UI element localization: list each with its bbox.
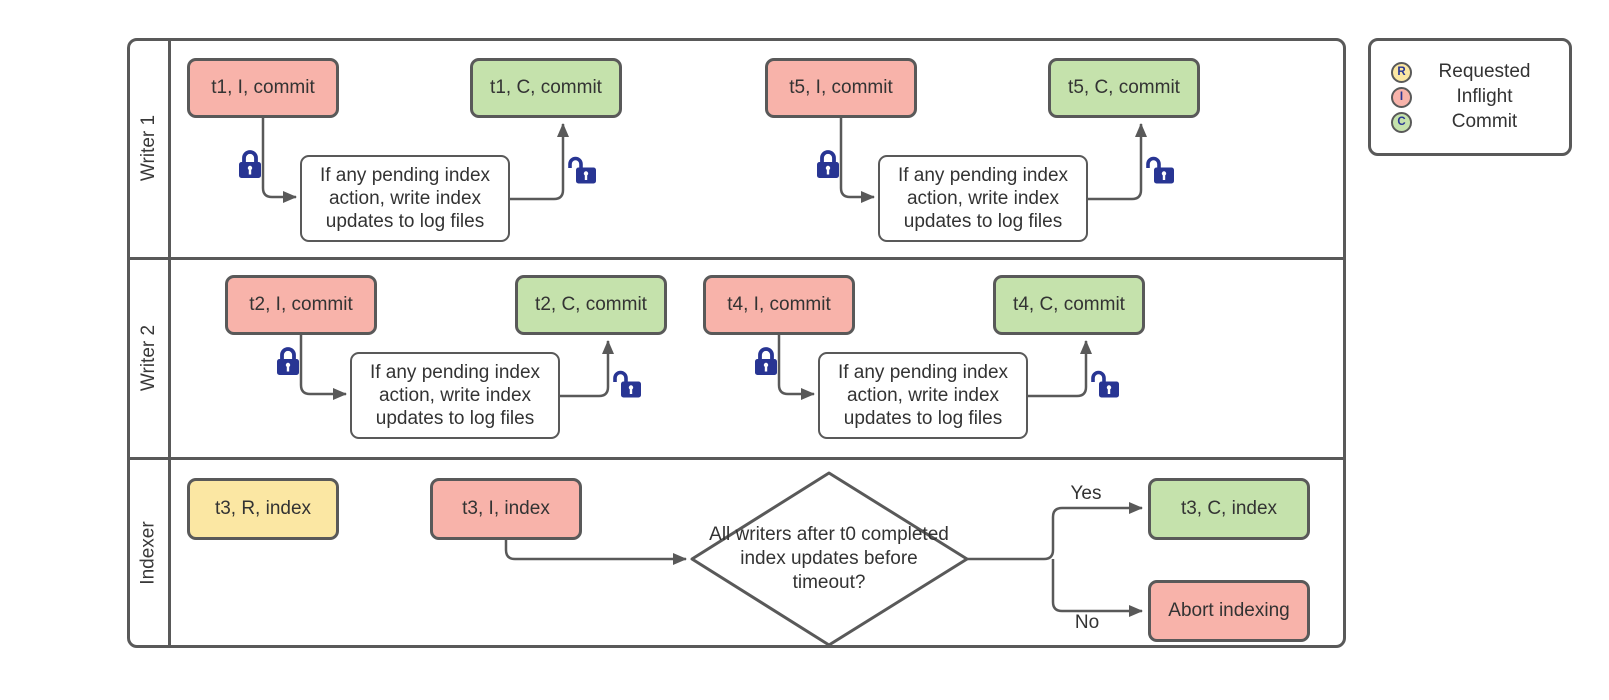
legend: R Requested I Inflight C Commit — [1368, 38, 1572, 156]
closed-lock-icon — [817, 150, 839, 178]
closed-lock-icon — [277, 347, 299, 375]
open-lock-icon — [1091, 370, 1119, 398]
legend-item-commit: C Commit — [1391, 110, 1557, 135]
node-t1-process: If any pending index action, write index… — [300, 155, 510, 242]
closed-lock-icon — [239, 150, 261, 178]
lane-label-writer2: Writer 2 — [138, 324, 160, 392]
lane-label-indexer: Indexer — [138, 521, 159, 585]
node-t3-inflight: t3, I, index — [430, 478, 582, 540]
node-t5-process: If any pending index action, write index… — [878, 155, 1088, 242]
node-t1-inflight: t1, I, commit — [187, 58, 339, 118]
legend-item-requested: R Requested — [1391, 60, 1557, 85]
legend-item-inflight: I Inflight — [1391, 85, 1557, 110]
decision-question: All writers after t0 completed index upd… — [709, 524, 949, 593]
node-t1-commit: t1, C, commit — [470, 58, 622, 118]
lane-divider-1 — [129, 257, 1344, 260]
node-t3-commit: t3, C, index — [1148, 478, 1310, 540]
node-t2-process: If any pending index action, write index… — [350, 352, 560, 439]
inflight-state-icon: I — [1391, 86, 1412, 108]
lane-label-writer1: Writer 1 — [138, 114, 160, 182]
node-abort-indexing: Abort indexing — [1148, 580, 1310, 642]
requested-state-icon: R — [1391, 61, 1412, 83]
closed-lock-icon — [755, 347, 777, 375]
lane-divider-2 — [129, 457, 1344, 460]
decision-yes-label: Yes — [1070, 483, 1102, 504]
node-t4-inflight: t4, I, commit — [703, 275, 855, 335]
node-t5-commit: t5, C, commit — [1048, 58, 1200, 118]
open-lock-icon — [613, 370, 641, 398]
node-t5-inflight: t5, I, commit — [765, 58, 917, 118]
node-t3-requested: t3, R, index — [187, 478, 339, 540]
swimlane-frame — [127, 38, 1346, 648]
node-t4-process: If any pending index action, write index… — [818, 352, 1028, 439]
lane-label-divider — [168, 40, 171, 646]
open-lock-icon — [1146, 156, 1174, 184]
decision-no-label: No — [1074, 612, 1100, 633]
node-t2-inflight: t2, I, commit — [225, 275, 377, 335]
node-t2-commit: t2, C, commit — [515, 275, 667, 335]
node-t4-commit: t4, C, commit — [993, 275, 1145, 335]
commit-state-icon: C — [1391, 111, 1412, 133]
open-lock-icon — [568, 156, 596, 184]
